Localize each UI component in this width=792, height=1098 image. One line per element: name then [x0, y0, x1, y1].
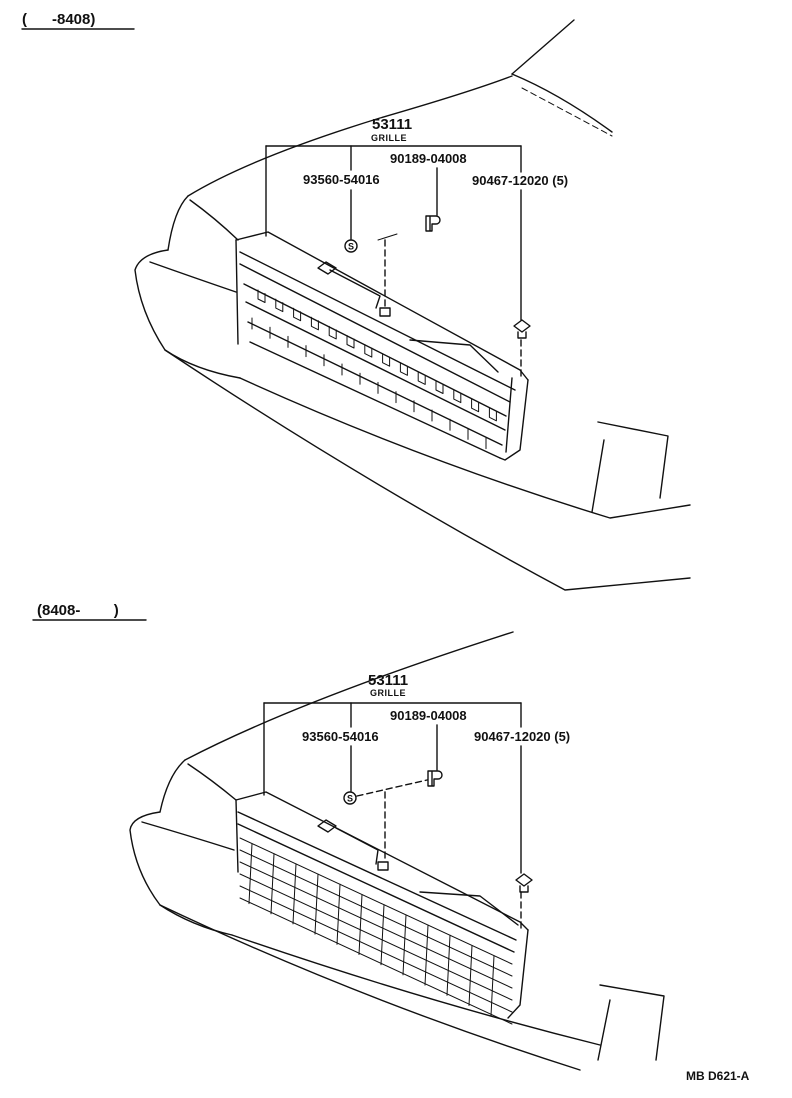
grille-emblem-mount — [317, 261, 337, 275]
leaders-bottom — [263, 702, 522, 929]
leaders-top — [265, 145, 522, 377]
hood-fold-line — [511, 73, 613, 133]
nut-icon — [377, 861, 389, 871]
fender-inner — [187, 763, 237, 801]
car-body-bottom — [129, 631, 665, 1071]
fasteners-top: S — [344, 215, 531, 339]
fender-inner — [189, 199, 239, 241]
bumper-mid-line — [239, 377, 691, 519]
headlight-edge — [597, 999, 611, 1061]
label-clip-part: 90189-04008 — [390, 708, 467, 723]
label-part-number: 53111 — [368, 672, 408, 689]
screw-symbol-letter: S — [347, 794, 353, 804]
headlight-edge — [591, 439, 605, 513]
bumper-left — [129, 811, 233, 936]
bumper-lower-line — [159, 904, 581, 1071]
grille-bottom-edge — [249, 341, 501, 459]
grille-slat-3 — [247, 321, 503, 446]
grille-beam-line-2 — [239, 263, 511, 403]
car-body-top — [134, 19, 691, 591]
clip-90189-icon — [427, 770, 443, 787]
hood-fold-dashed — [521, 87, 613, 137]
grille-beam-line-1 — [237, 811, 517, 941]
range-label-top: ( -8408) — [22, 11, 95, 28]
grille-right-bracket — [419, 891, 519, 926]
grille-right-end — [499, 379, 529, 461]
label-screw-part: 93560-54016 — [302, 729, 379, 744]
hood-front-edge — [187, 75, 513, 197]
label-part-name: GRILLE — [371, 133, 407, 143]
fasteners-bottom: S — [343, 770, 533, 893]
grille-beam-line-2 — [237, 823, 515, 953]
label-retainer-part: 90467-12020 (5) — [474, 729, 570, 744]
label-screw-part: 93560-54016 — [303, 172, 380, 187]
headlight-bezel — [599, 984, 665, 1061]
screw-symbol-circle — [343, 791, 357, 805]
label-retainer-part: 90467-12020 (5) — [472, 173, 568, 188]
screw-symbol-circle — [344, 239, 358, 253]
headlight-bezel — [597, 421, 669, 499]
grille-emblem-mount — [317, 819, 337, 833]
retainer-90467-icon — [515, 873, 533, 893]
panel-bottom: (8408- ) — [32, 602, 665, 1071]
grille-top-edge — [235, 231, 529, 381]
label-part-number: 53111 — [372, 116, 412, 133]
leader-screw-clip-dashed — [356, 779, 428, 797]
grille-left-end — [235, 799, 239, 873]
grille-right-bracket — [409, 339, 499, 373]
fender-front — [159, 759, 186, 813]
bumper-upper-line — [141, 821, 235, 851]
grille-beam-line-1 — [239, 251, 516, 391]
hood-edge-right — [511, 19, 575, 75]
label-part-name: GRILLE — [370, 688, 406, 698]
grille-center-bracket — [335, 827, 379, 865]
grille-fins-lower — [251, 317, 487, 450]
range-label-bottom: (8408- ) — [37, 602, 119, 619]
leader-nut-tick — [377, 233, 398, 241]
retainer-90467-icon — [513, 319, 531, 339]
diagram-code: MB D621-A — [686, 1069, 750, 1083]
grille-bottom — [235, 791, 529, 1025]
grille-fins-upper — [257, 289, 497, 422]
bumper-upper-line — [149, 261, 237, 293]
bumper-left — [134, 249, 241, 379]
grille-right-inner — [505, 377, 513, 453]
fender-front — [167, 195, 189, 251]
grille-dividers — [248, 843, 495, 1017]
clip-90189-icon — [425, 215, 441, 232]
hood-front-edge — [184, 631, 514, 761]
screw-symbol-letter: S — [348, 242, 354, 252]
grille-top — [235, 231, 529, 461]
bumper-lower-line — [164, 349, 691, 591]
label-clip-part: 90189-04008 — [390, 151, 467, 166]
grille-right-end — [507, 929, 529, 1019]
grille-left-end — [235, 239, 239, 345]
grille-center-bracket — [329, 269, 381, 309]
grille-slats — [239, 837, 513, 1025]
panel-top: ( -8408) — [21, 11, 691, 591]
nut-icon — [379, 307, 391, 317]
grille-slat-1 — [243, 283, 507, 417]
grille-top-edge — [235, 791, 529, 931]
bumper-mid-line — [231, 934, 601, 1046]
grille-slat-2 — [245, 301, 506, 431]
